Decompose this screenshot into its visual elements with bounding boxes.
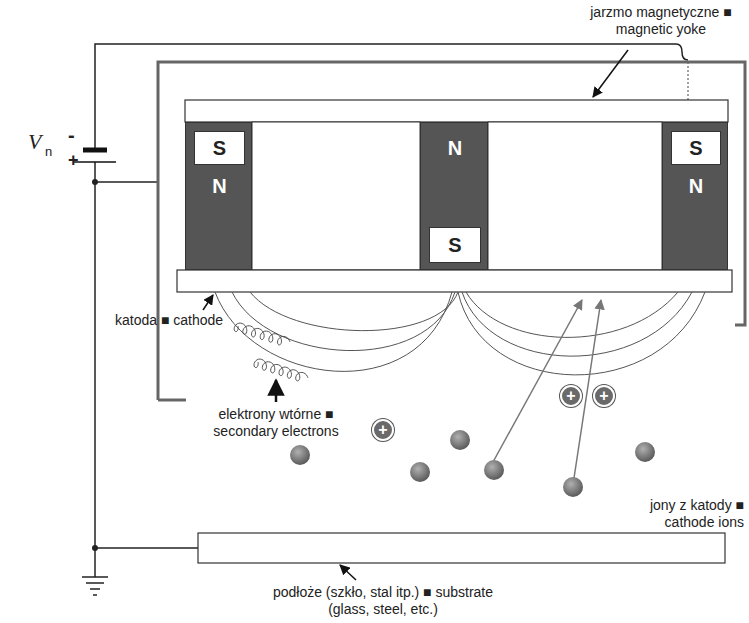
ground-symbol [93, 594, 97, 596]
ion-charge: + [374, 421, 392, 439]
cathode-plate [177, 270, 732, 292]
ion-particle: + [593, 385, 615, 407]
electron-spiral [254, 359, 308, 381]
ground-wire [94, 162, 96, 577]
chamber-housing [158, 62, 745, 400]
ion-charge: + [595, 387, 613, 405]
pole-label: S [671, 131, 721, 165]
magnet-gap [488, 122, 662, 270]
voltage-subscript: n [45, 144, 52, 159]
pole-label: N [663, 167, 729, 205]
ground-symbol [82, 576, 108, 578]
field-line [462, 292, 692, 356]
field-lines [215, 292, 705, 375]
sputtered-atom [484, 460, 504, 480]
sputtered-atom [563, 477, 583, 497]
substrate-wire [95, 547, 198, 549]
leader-arrow [340, 565, 356, 580]
ion-particle: + [372, 419, 394, 441]
sputtered-atom [290, 445, 310, 465]
yoke-connection [688, 62, 689, 100]
part-label: podłoże (szkło, stal itp.) ■ substrate (… [272, 584, 494, 618]
sputtered-atom [450, 430, 470, 450]
junction-dot [92, 179, 98, 185]
field-line [466, 292, 678, 337]
sputtered-atom [410, 462, 430, 482]
ion-path-arrow [493, 300, 582, 462]
substrate-plate [198, 533, 725, 563]
field-line [215, 292, 452, 371]
magnet-block: SN [185, 122, 252, 270]
leader-arrow [275, 380, 278, 402]
ground-symbol [86, 582, 104, 584]
part-label: katoda ■ cathode [115, 312, 223, 329]
ion-particle: + [560, 385, 582, 407]
battery-positive-plate [74, 161, 116, 163]
pole-label: N [186, 167, 253, 205]
leader-arrow [593, 50, 628, 97]
pole-label: S [429, 227, 481, 263]
part-label: jony z katody ■ cathode ions [622, 497, 744, 531]
battery-negative-plate [83, 148, 107, 153]
polarity-sign: + [68, 150, 79, 170]
magnetic-yoke [185, 100, 728, 122]
pole-label: N [421, 131, 489, 165]
magnet-gap [252, 122, 420, 270]
magnet-block: SN [662, 122, 728, 270]
field-line [250, 292, 458, 331]
housing-wire [95, 181, 158, 183]
magnet-block: NS [420, 122, 488, 270]
ion-charge: + [562, 387, 580, 405]
part-label: jarzmo magnetyczne ■ magnetic yoke [578, 4, 744, 38]
polarity-sign: - [68, 124, 75, 146]
pole-label: S [194, 131, 245, 165]
chamber-housing [158, 399, 186, 402]
field-line [458, 292, 705, 375]
junction-dot [92, 545, 98, 551]
electron-spirals [234, 323, 308, 381]
sputtered-atom [635, 442, 655, 462]
voltage-symbol: V [28, 130, 41, 154]
electron-spiral [234, 323, 290, 345]
leader-arrow [203, 295, 213, 310]
ground-symbol [90, 588, 100, 590]
part-label: elektrony wtórne ■ secondary electrons [200, 406, 352, 440]
